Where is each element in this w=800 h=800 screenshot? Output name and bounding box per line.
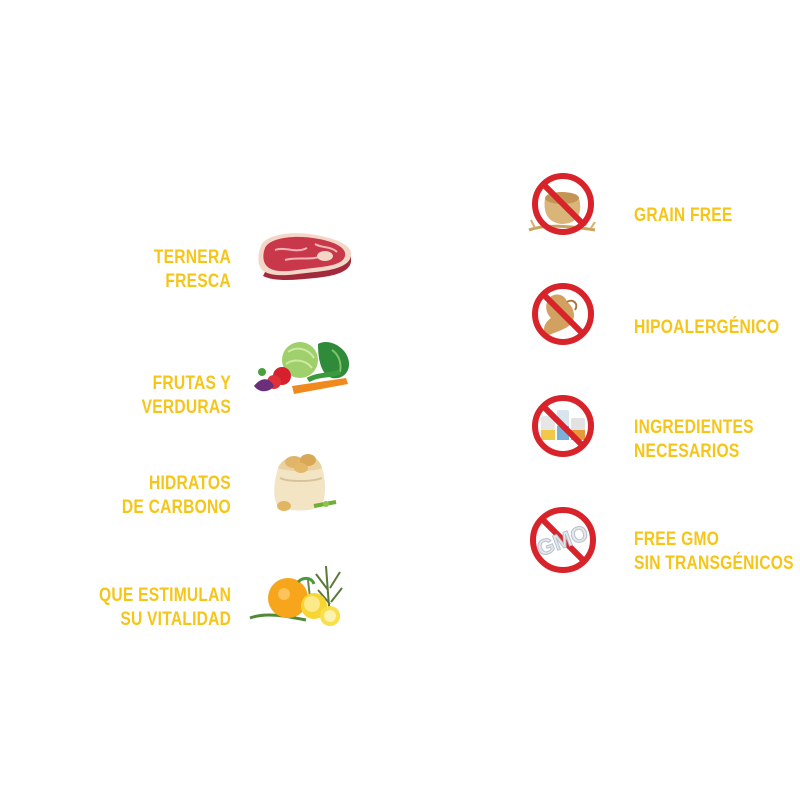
free-line: GRAIN FREE — [634, 205, 733, 226]
vegetables-icon — [254, 341, 350, 394]
free-line: HIPOALERGÉNICO — [634, 317, 780, 338]
benefit-line: FRESCA — [165, 271, 231, 292]
benefit-line: VERDURAS — [141, 397, 231, 418]
benefit-line: HIDRATOS — [149, 473, 231, 494]
free-line: FREE GMO — [634, 529, 720, 550]
gmo-badge-text: GMO — [534, 520, 592, 561]
benefit-label-frutas: FRUTAS Y VERDURAS — [142, 372, 231, 420]
free-line: SIN TRANSGÉNICOS — [634, 553, 794, 574]
no-allergen-icon — [532, 283, 594, 345]
benefit-label-hidratos: HIDRATOS DE CARBONO — [122, 472, 231, 520]
benefit-line: FRUTAS Y — [152, 373, 231, 394]
free-label-hipoalergenico: HIPOALERGÉNICO — [634, 316, 779, 340]
no-grain-icon — [528, 173, 596, 235]
benefit-line: SU VITALIDAD — [120, 609, 231, 630]
benefit-line: TERNERA — [153, 247, 231, 268]
benefit-label-vitalidad: QUE ESTIMULAN SU VITALIDAD — [99, 584, 231, 632]
potato-sack-icon — [274, 454, 337, 511]
benefit-line: DE CARBONO — [122, 497, 231, 518]
no-gmo-icon: GMO — [530, 507, 596, 573]
free-label-grain: GRAIN FREE — [634, 204, 733, 228]
free-line: INGREDIENTES — [634, 417, 754, 438]
free-line: NECESARIOS — [634, 441, 740, 462]
free-label-ingredientes: INGREDIENTES NECESARIOS — [634, 416, 754, 464]
free-label-gmo: FREE GMO SIN TRANSGÉNICOS — [634, 528, 794, 576]
benefit-line: QUE ESTIMULAN — [98, 585, 231, 606]
steak-icon — [258, 233, 352, 280]
citrus-herbs-icon — [249, 565, 343, 626]
benefit-label-ternera: TERNERA FRESCA — [154, 246, 231, 294]
no-additives-icon — [532, 395, 594, 457]
